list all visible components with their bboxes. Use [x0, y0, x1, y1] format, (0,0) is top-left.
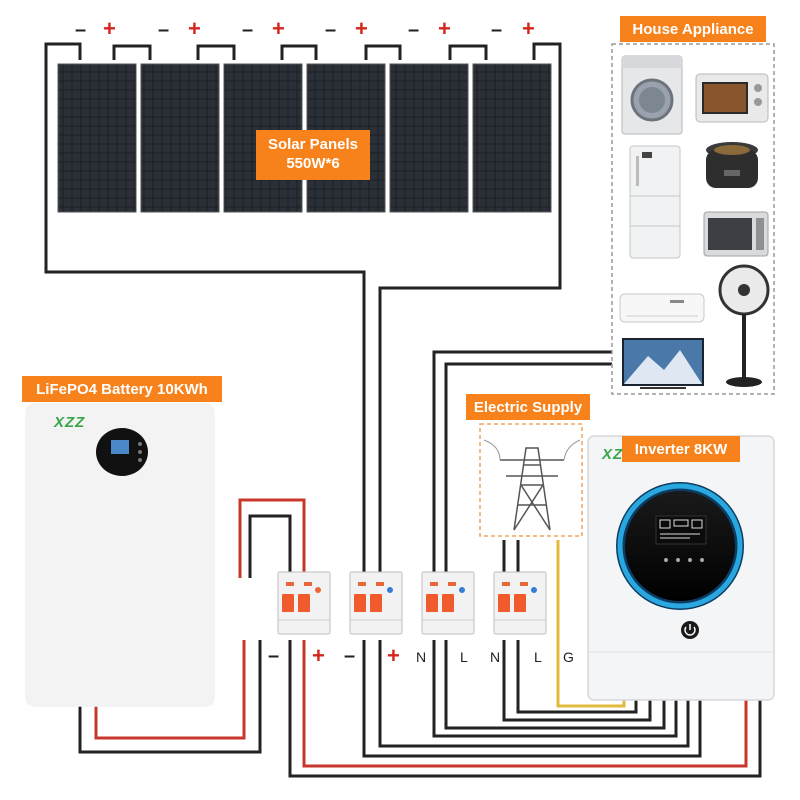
breaker-toggle[interactable] [282, 594, 294, 612]
solar-panel-1 [57, 63, 137, 213]
rice-cooker-icon [706, 142, 758, 188]
battery-brand-logo: XZZ [54, 414, 86, 431]
battery-breaker[interactable] [277, 571, 331, 635]
power-button-icon[interactable] [681, 621, 699, 639]
battery-breaker-minus: – [268, 645, 280, 667]
solar-negative-wire [44, 42, 366, 578]
house-appliance-label: House Appliance [620, 16, 766, 42]
panel-6-plus: + [522, 16, 535, 41]
inverter-lcd [655, 515, 707, 545]
solar-panels [57, 63, 552, 213]
panel-2-plus: + [188, 16, 201, 41]
panel-link-2 [196, 44, 236, 60]
refrigerator-icon [629, 145, 681, 259]
solar-positive-wire [378, 42, 562, 578]
grid-breaker[interactable] [493, 571, 547, 635]
breaker-toggle[interactable] [442, 594, 454, 612]
solar-panels-title: Solar Panels [267, 136, 359, 154]
solar-panels-label: Solar Panels 550W*6 [256, 130, 370, 180]
solar-panel-6 [472, 63, 552, 213]
breakers [277, 571, 547, 635]
standing-fan-icon [718, 264, 770, 387]
inverter [587, 435, 775, 701]
grid-breaker-n: N [490, 649, 501, 665]
breaker-toggle[interactable] [514, 594, 526, 612]
breaker-toggle[interactable] [370, 594, 382, 612]
solar-panels-spec: 550W*6 [286, 155, 340, 172]
panel-1-minus: – [75, 19, 87, 41]
battery-breaker-plus: + [312, 643, 325, 668]
panel-link-1 [112, 44, 152, 60]
panel-3-plus: + [272, 16, 285, 41]
inverter-wires [288, 540, 762, 778]
solar-string-wires [44, 42, 562, 578]
solar-breaker-plus: + [387, 643, 400, 668]
solar-breaker[interactable] [349, 571, 403, 635]
panel-3-minus: – [242, 19, 254, 41]
output-breaker-l: L [460, 649, 468, 665]
electric-supply-box [479, 423, 583, 537]
panel-link-4 [364, 44, 402, 60]
house-appliance-box [611, 43, 775, 395]
inverter-label: Inverter 8KW [622, 436, 740, 462]
panel-link-3 [280, 44, 318, 60]
panel-link-5 [448, 44, 488, 60]
power-tower-icon [483, 439, 581, 531]
television-icon [622, 338, 704, 389]
breaker-toggle[interactable] [298, 594, 310, 612]
solar-panel-2 [140, 63, 220, 213]
panel-1-plus: + [103, 16, 116, 41]
microwave-icon [703, 211, 769, 257]
solar-panel-5 [389, 63, 469, 213]
grid-breaker-g: G [563, 649, 574, 665]
panel-2-minus: – [158, 19, 170, 41]
breaker-toggle[interactable] [426, 594, 438, 612]
panel-4-minus: – [325, 19, 337, 41]
breaker-toggle[interactable] [354, 594, 366, 612]
panel-6-minus: – [491, 19, 503, 41]
grid-breaker-l: L [534, 649, 542, 665]
toaster-oven-icon [695, 73, 769, 123]
washing-machine-icon [621, 55, 683, 135]
panel-5-minus: – [408, 19, 420, 41]
solar-breaker-minus: – [344, 645, 356, 667]
electric-supply-label: Electric Supply [466, 394, 590, 420]
output-breaker[interactable] [421, 571, 475, 635]
panel-4-plus: + [355, 16, 368, 41]
lifepo4-battery [25, 403, 215, 707]
battery-label: LiFePO4 Battery 10KWh [22, 376, 222, 402]
output-breaker-n: N [416, 649, 427, 665]
battery-wires [78, 498, 306, 754]
air-conditioner-icon [619, 293, 705, 323]
panel-5-plus: + [438, 16, 451, 41]
inverter-brand-logo: XZ [602, 446, 624, 463]
breaker-toggle[interactable] [498, 594, 510, 612]
